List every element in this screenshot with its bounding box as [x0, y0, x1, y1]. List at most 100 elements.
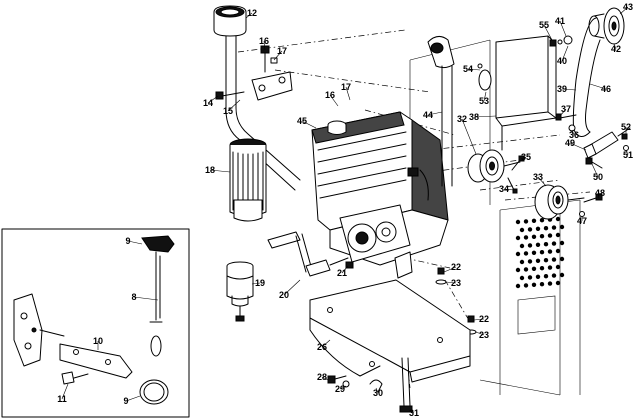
callout-number: 40 [557, 56, 567, 66]
vent-hole [535, 258, 541, 263]
callout-number: 12 [247, 8, 257, 18]
inset-part-mount-plate [13, 293, 65, 367]
callout-number: 22 [479, 314, 489, 324]
vent-hole [555, 264, 561, 270]
oil-filler-cap [327, 120, 347, 135]
callout-number: 9 [123, 396, 128, 406]
vent-hole [543, 258, 549, 263]
leader-line [443, 266, 457, 273]
leader-line [409, 409, 415, 414]
callout-number: 17 [277, 46, 287, 56]
vent-hole [527, 227, 533, 232]
leader-line [127, 240, 143, 245]
inset-part-9-handle-knob [141, 235, 175, 357]
part-48-screw [583, 193, 603, 203]
callout-number: 10 [93, 336, 103, 346]
vent-hole [559, 240, 565, 246]
part-22-nut-lower [467, 315, 475, 323]
callout-number: 9 [125, 236, 130, 246]
callout-number: 28 [317, 372, 327, 382]
callout-number: 44 [423, 110, 433, 120]
callout-number: 14 [203, 98, 213, 108]
part-46-drive-belt [572, 17, 601, 137]
callout-number: 51 [623, 150, 633, 160]
callout-number: 16 [325, 90, 335, 100]
part-38-control-box [495, 35, 557, 151]
leader-line [133, 296, 159, 301]
engine-assembly [311, 111, 449, 266]
vent-hole [515, 283, 521, 289]
leader-line [427, 111, 443, 116]
vent-hole [519, 243, 525, 249]
leader-line [345, 86, 351, 101]
callout-number: 37 [561, 104, 571, 114]
leader-line [625, 149, 629, 156]
part-53-plate [477, 63, 492, 91]
leader-line [245, 12, 253, 19]
vent-hole [539, 250, 545, 255]
vent-hole [531, 234, 537, 239]
callout-leader-lines [61, 6, 629, 414]
part-44-exhaust-pipe [427, 36, 455, 187]
vent-hole [559, 256, 565, 262]
part-21-fitting [345, 261, 354, 269]
leader-line [561, 88, 577, 91]
callout-number: 46 [601, 84, 611, 94]
leader-line [461, 118, 477, 155]
vent-hole [559, 272, 565, 278]
callout-number: 11 [57, 394, 67, 404]
part-55-screw [549, 39, 557, 47]
vent-hole [523, 283, 529, 288]
vent-hole [519, 259, 525, 265]
callout-number: 33 [533, 172, 543, 182]
part-18-filter [229, 138, 267, 222]
leader-line [591, 163, 599, 178]
callout-number: 22 [451, 262, 461, 272]
leader-line [613, 43, 617, 50]
vent-hole [559, 224, 565, 230]
callout-number: 30 [373, 388, 383, 398]
part-29-washer [342, 380, 350, 388]
callout-number: 42 [611, 44, 621, 54]
vent-hole [539, 282, 545, 287]
callout-number: 45 [297, 116, 307, 126]
callout-number: 26 [317, 342, 327, 352]
vent-hole [547, 249, 553, 254]
leader-line [273, 50, 283, 61]
part-15-bracket [251, 71, 293, 101]
callout-number: 29 [335, 384, 345, 394]
leader-line [543, 24, 553, 41]
leader-line [301, 120, 317, 129]
callout-number: 55 [539, 20, 549, 30]
vent-hole [547, 281, 553, 286]
leader-line [483, 91, 487, 102]
callout-number: 47 [577, 216, 587, 226]
vent-hole [535, 274, 541, 279]
vent-hole [543, 274, 549, 279]
leader-line [227, 99, 241, 112]
part-30-clip [369, 379, 383, 393]
vent-hole [539, 218, 545, 223]
vent-hole [547, 265, 553, 270]
callout-number: 43 [623, 2, 633, 12]
leader-line [561, 45, 569, 62]
part-34-screw [507, 177, 518, 194]
vent-hole [535, 242, 541, 247]
vent-hole [515, 219, 521, 225]
vent-hole [531, 266, 537, 271]
leader-line [375, 387, 379, 394]
leader-line [571, 129, 575, 136]
callout-number: 8 [131, 292, 136, 302]
part-32-pulley [467, 149, 521, 183]
cabinet-vent-holes [515, 216, 565, 289]
leader-line [263, 40, 266, 51]
leader-line [619, 6, 629, 15]
leader-line [569, 142, 587, 151]
leader-line [207, 95, 219, 104]
callout-number: 50 [593, 172, 603, 182]
vent-hole [551, 225, 557, 230]
callout-number: 21 [337, 268, 347, 278]
part-14-screw [215, 91, 245, 100]
leader-line [329, 94, 339, 107]
